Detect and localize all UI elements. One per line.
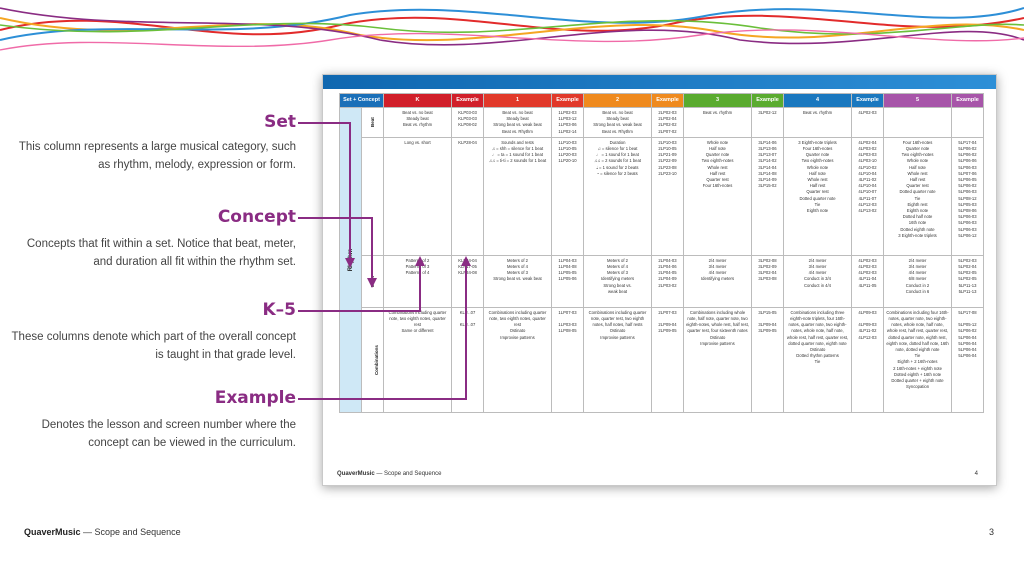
header-grade-k: K — [383, 93, 453, 108]
grade-2-cell: Beat vs. no beat Steady beat Strong beat… — [583, 107, 653, 138]
grade-5-cell: Combinations including four 16th-notes, … — [883, 306, 953, 413]
document-footer-brand: QuaverMusic — [337, 471, 375, 477]
table-header-row: Set + Concept K Example 1 Example 2 Exam… — [338, 93, 985, 108]
header-grade-2: 2 — [583, 93, 653, 108]
header-grade-5: 5 — [883, 93, 953, 108]
grade-2-cell: Combinations including quarter note, qua… — [583, 306, 653, 413]
grade-4-cell: 3 Eighth-note triplets Four 16th-notes Q… — [783, 136, 853, 256]
example-code-5-cell: 5LP17-04 5LP06-02 5LP06-02 5LP06-06 5LP0… — [951, 136, 985, 256]
example-code-k-cell: KLP03-03 KLP03-03 KLP08-02 — [451, 107, 485, 138]
table-row: Meter Patterns of 2 Patterns of 3 Pattern… — [340, 254, 985, 308]
grade-k-cell: Beat vs. no beat Steady beat Beat vs. rh… — [383, 107, 453, 138]
example-code-3-cell: 3LP02-12 — [751, 107, 785, 138]
grade-4-cell: Combinations including three eighth-note… — [783, 306, 853, 413]
callout-example: Example Denotes the lesson and screen nu… — [6, 388, 296, 452]
set-label: Rhythm — [348, 248, 355, 272]
callout-k5: K–5 These columns denote which part of t… — [6, 300, 296, 364]
concept-cell: Beat — [360, 107, 385, 138]
header-example-4: Example — [851, 93, 885, 108]
grade-3-cell: Beat vs. rhythm — [683, 107, 753, 138]
header-example-5: Example — [951, 93, 985, 108]
page-footer-brand: QuaverMusic — [24, 527, 81, 537]
example-code-2-cell: 2LP10-03 2LP10-05 2LP21-09 2LP22-09 2LP2… — [651, 136, 685, 256]
grade-2-cell: Duration ♫ = silence for 1 beat ♩ = 1 so… — [583, 136, 653, 256]
page-number: 3 — [989, 527, 995, 537]
scope-sequence-document: Set + Concept K Example 1 Example 2 Exam… — [322, 74, 997, 486]
example-code-k-cell: KLP28-04 — [451, 136, 485, 256]
grade-2-cell: Meters of 2 Meters of 4 Meters of 3 Iden… — [583, 254, 653, 308]
decorative-waves — [0, 7, 1024, 51]
document-page-number: 4 — [974, 471, 978, 477]
example-code-3-cell: 3LP15-05 3LP09-04 3LP09-05 — [751, 306, 785, 413]
concept-label: Meter — [369, 275, 375, 288]
scope-sequence-table: Set + Concept K Example 1 Example 2 Exam… — [338, 93, 985, 413]
example-code-4-cell: 4LP02-03 — [851, 107, 885, 138]
grade-3-cell: 2/4 meter 3/4 meter 4/4 meter Identifyin… — [683, 254, 753, 308]
header-grade-1: 1 — [483, 93, 553, 108]
header-example-1: Example — [551, 93, 585, 108]
example-code-1-cell: 1LP10-03 1LP10-05 1LP20-03 1LP20-10 — [551, 136, 585, 256]
example-code-k-cell: KLP34-04 KLP17-05 KLP34-08 — [451, 254, 485, 308]
example-code-1-cell: 1LP04-03 1LP04-08 1LP05-05 1LP05-06 — [551, 254, 585, 308]
example-code-3-cell: 3LP14-06 3LP13-06 3LP13-07 3LP14-02 3LP1… — [751, 136, 785, 256]
callout-example-desc: Denotes the lesson and screen number whe… — [41, 419, 296, 449]
example-code-5-cell — [951, 107, 985, 138]
grade-4-cell: 2/4 meter 3/4 meter 4/4 meter Conduct in… — [783, 254, 853, 308]
callout-k5-title: K–5 — [262, 300, 296, 320]
callout-set: Set This column represents a large music… — [6, 112, 296, 174]
example-code-4-cell: 4LP02-04 4LP03-02 4LP03-03 4LP03-10 4LP1… — [851, 136, 885, 256]
callout-set-title: Set — [264, 112, 296, 132]
concept-cell: Note Values / Notes and Rests — [360, 136, 385, 256]
grade-1-cell: Meters of 2 Meters of 4 Meters of 3 Stro… — [483, 254, 553, 308]
concept-cell: Combinations — [360, 306, 385, 413]
example-code-2-cell: 2LP02-03 2LP02-04 2LP02-02 2LP07-02 — [651, 107, 685, 138]
header-grade-3: 3 — [683, 93, 753, 108]
document-title-bar — [323, 75, 996, 89]
callout-concept-desc: Concepts that fit within a set. Notice t… — [26, 238, 296, 268]
example-code-5-cell: 5LP17-08 5LP05-12 5LP06-02 5LP06-04 5LP0… — [951, 306, 985, 413]
grade-k-cell: Long vs. short — [383, 136, 453, 256]
concept-label: Combinations — [373, 344, 379, 375]
example-code-4-cell: 4LP09-03 4LP09-03 4LP11-02 4LP12-03 — [851, 306, 885, 413]
table-row: Combinations Combinations including quart… — [340, 306, 985, 413]
header-example-2: Example — [651, 93, 685, 108]
callout-k5-desc: These columns denote which part of the o… — [11, 331, 296, 361]
grade-4-cell: Beat vs. rhythm — [783, 107, 853, 138]
example-code-1-cell: 1LP02-03 1LP03-12 1LP03-06 1LP02-14 — [551, 107, 585, 138]
grade-1-cell: Combinations including quarter note, two… — [483, 306, 553, 413]
grade-1-cell: Sounds and rests ♫ = shh = silence for 1… — [483, 136, 553, 256]
table-row: Rhythm Beat Beat vs. no beat Steady beat B… — [339, 107, 985, 413]
page-footer-text: — Scope and Sequence — [80, 527, 181, 537]
concept-cell: Meter — [360, 254, 385, 308]
header-grade-4: 4 — [783, 93, 853, 108]
callout-concept: Concept Concepts that fit within a set. … — [6, 207, 296, 271]
example-code-k-cell: KLP...07 KLP...07 — [451, 306, 485, 413]
callout-concept-title: Concept — [217, 207, 296, 227]
example-code-5-cell: 5LP02-03 5LP02-04 5LP02-05 5LP02-05 5LP1… — [951, 254, 985, 308]
grade-5-cell — [883, 107, 953, 138]
document-footer-text: — Scope and Sequence — [374, 471, 442, 477]
document-footer: QuaverMusic — Scope and Sequence — [337, 471, 441, 477]
header-set-concept: Set + Concept — [338, 93, 385, 108]
table-row: Note Values / Notes and RestsLong vs. sh… — [340, 136, 985, 256]
grade-5-cell: 2/4 meter 3/4 meter 4/4 meter 6/8 meter … — [883, 254, 953, 308]
example-code-2-cell: 2LP04-03 2LP04-06 2LP04-05 2LP04-09 2LP0… — [651, 254, 685, 308]
example-code-2-cell: 2LP07-03 2LP09-04 2LP09-05 — [651, 306, 685, 413]
header-example-3: Example — [751, 93, 785, 108]
grade-3-cell: Whole note Half note Quarter note Two ei… — [683, 136, 753, 256]
example-code-1-cell: 1LP07-03 1LP03-03 1LP08-05 — [551, 306, 585, 413]
grade-k-cell: Patterns of 2 Patterns of 3 Patterns of … — [383, 254, 453, 308]
grade-3-cell: Combinations including whole note, half … — [683, 306, 753, 413]
concept-label: Beat — [369, 117, 375, 128]
grade-k-cell: Combinations including quarter note, two… — [383, 306, 453, 413]
header-example-k: Example — [451, 93, 485, 108]
callout-example-title: Example — [214, 388, 296, 408]
set-cell: Rhythm — [339, 107, 362, 413]
example-code-4-cell: 4LP02-03 4LP02-03 4LP02-03 4LP11-04 4LP1… — [851, 254, 885, 308]
callout-set-desc: This column represents a large musical c… — [18, 141, 296, 171]
grade-5-cell: Four 16th-notes Quarter note Two eighth-… — [883, 136, 953, 256]
grade-1-cell: Beat vs. no beat Steady beat Strong beat… — [483, 107, 553, 138]
page-footer: QuaverMusic — Scope and Sequence — [24, 527, 181, 537]
example-code-3-cell: 3LP02-08 3LP02-09 3LP02-04 3LP03-08 — [751, 254, 785, 308]
